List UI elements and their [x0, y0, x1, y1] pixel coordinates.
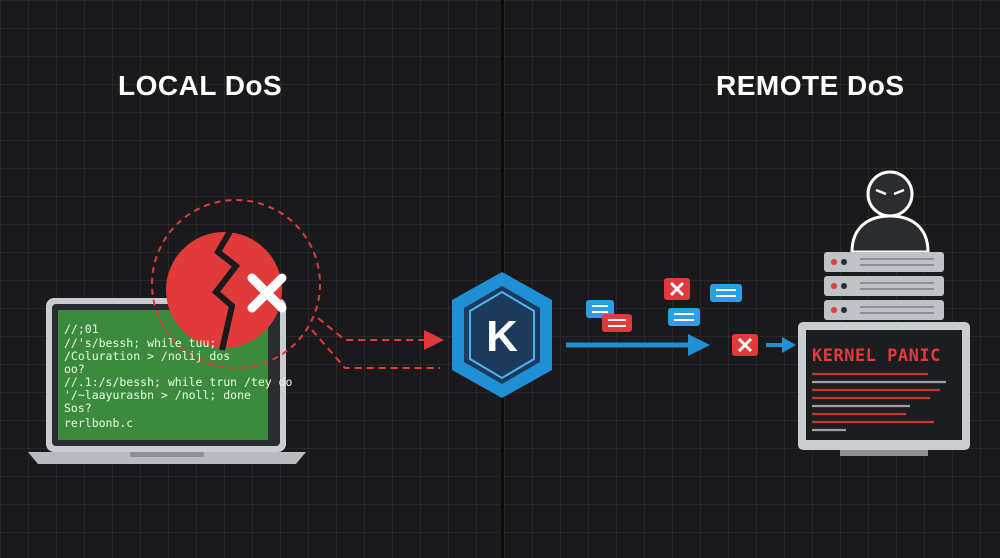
terminal-line: oo? [64, 362, 85, 376]
kernel-panic-label: KERNEL PANIC [812, 346, 941, 366]
terminal-line: rerlbonb.c [64, 416, 134, 430]
packet-icons [586, 278, 796, 356]
terminal-line: Sos? [64, 401, 92, 415]
small-blue-arrow [766, 337, 796, 353]
remote-dos-title: REMOTE DoS [716, 70, 905, 101]
blue-arrow [566, 334, 710, 356]
packet-error-1 [664, 278, 690, 300]
terminal-line: //.1:/s/bessh; while trun /tey do [64, 375, 293, 389]
packet-error-2 [732, 334, 758, 356]
dashed-arrows [311, 317, 444, 369]
terminal-line: '/~laayurasbn > /noll; done [64, 388, 251, 402]
local-dos-title: LOCAL DoS [118, 70, 283, 101]
kernel-hexagon-icon [452, 272, 552, 398]
attacker-user-icon [850, 170, 930, 254]
panic-monitor-icon [798, 322, 970, 456]
kernel-letter: K [486, 312, 518, 361]
packet-red-1 [602, 314, 632, 332]
packet-blue-1 [586, 300, 614, 318]
terminal-line: //;01 [64, 322, 99, 336]
impact-dashed-circle [151, 199, 321, 369]
terminal-line: /Coluration > /nolij dos [64, 349, 231, 363]
terminal-line: //'s/bessh; while tuu; [64, 336, 217, 350]
server-stack-icon [824, 252, 944, 320]
packet-blue-3 [668, 308, 700, 326]
packet-blue-2 [710, 284, 742, 302]
broken-error-icon [166, 226, 287, 351]
